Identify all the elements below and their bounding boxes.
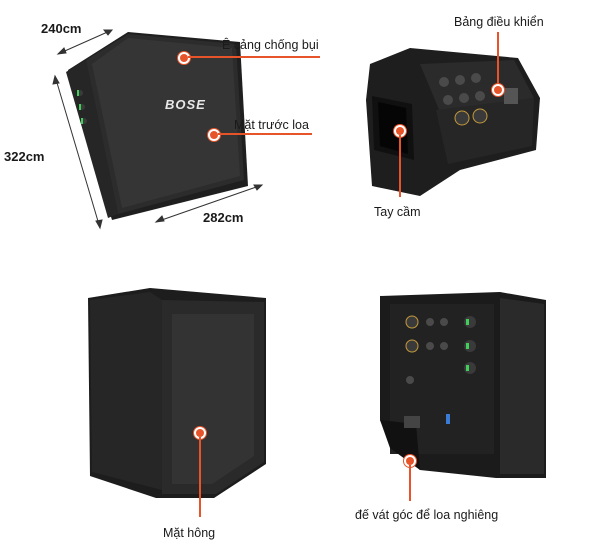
tilt-base-label: đế vát góc để loa nghiêng [355,508,499,522]
dust-cover-label: Ê cảng chống bụi [222,38,319,52]
control-panel-callout-dot [492,84,504,96]
side-callout-line [199,437,201,517]
bose-logo: BOSE [165,97,206,112]
dimension-depth-label: 282cm [203,210,244,225]
control-panel-callout-line [497,32,499,84]
tilt-base-callout-line [409,465,411,501]
dust-cover-callout-dot [178,52,190,64]
dimension-height-label: 322cm [4,149,45,164]
front-callout-line [218,133,312,135]
handle-callout-line [399,135,401,197]
dimension-width-label: 240cm [41,21,82,36]
control-panel-label: Bảng điều khiển [454,15,544,29]
front-label: Mặt trước loa [234,118,309,132]
side-label: Mặt hông [163,526,216,540]
handle-label: Tay cầm [374,205,421,219]
front-callout-dot [208,129,220,141]
dust-cover-callout-line [188,56,320,58]
